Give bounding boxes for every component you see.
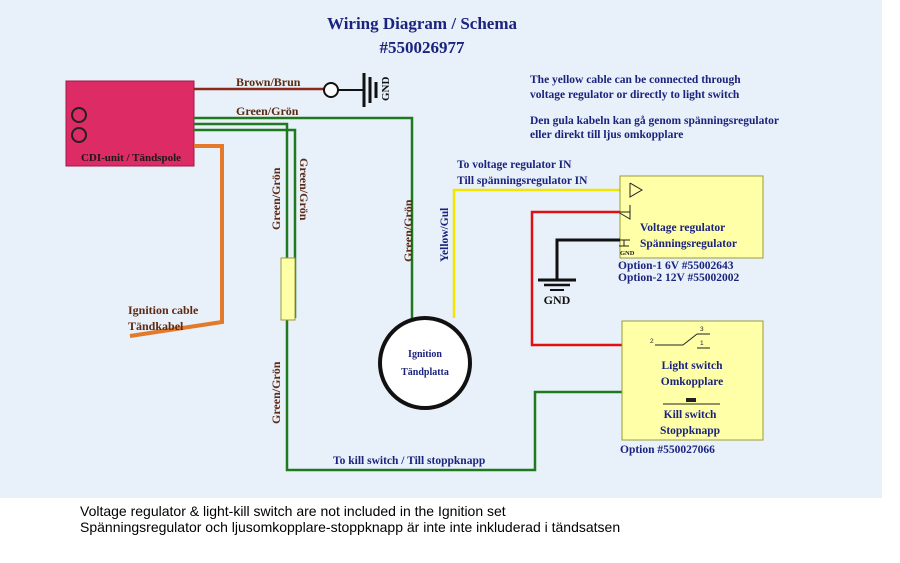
ignition-cable-label-en: Ignition cable	[128, 303, 199, 317]
footer-background	[0, 498, 900, 558]
terminal-icon	[323, 82, 339, 98]
switch-pin2: 2	[650, 338, 654, 345]
cdi-terminal-icon	[71, 107, 87, 123]
cdi-terminal-icon	[71, 127, 87, 143]
diagram-title: Wiring Diagram / Schema	[327, 14, 517, 33]
gnd-top-label: GND	[380, 77, 392, 102]
light-switch-label-en: Light switch	[661, 360, 723, 372]
green-wire-kill	[194, 122, 622, 472]
ignition-label-en: Ignition	[408, 349, 442, 360]
green-lower-label: Green/Grön	[269, 361, 283, 424]
right-margin	[882, 0, 900, 558]
ignition-stator	[378, 316, 472, 410]
regulator-gnd-label: GND	[620, 250, 635, 257]
regulator-name-en: Voltage regulator	[640, 222, 725, 234]
note-sv-line2: eller direkt till ljus omkopplare	[530, 129, 683, 141]
regulator-option2: Option-2 12V #55002002	[618, 272, 739, 284]
cdi-label: CDI-unit / Tändspole	[81, 152, 181, 164]
ignition-label-sv: Tändplatta	[401, 367, 449, 378]
light-switch-label-sv: Omkopplare	[661, 376, 723, 388]
brown-wire-label: Brown/Brun	[236, 75, 301, 89]
red-wire	[530, 210, 622, 347]
green-v1-label: Green/Grön	[269, 167, 283, 230]
diagram-part-number: #550026977	[380, 38, 466, 57]
note-sv-line1: Den gula kabeln kan gå genom spänningsre…	[530, 115, 779, 127]
cdi-unit-box	[65, 80, 195, 167]
regulator-in-arrow-icon	[629, 182, 643, 198]
voltage-regulator-box	[619, 175, 764, 259]
note-en-line2: voltage regulator or directly to light s…	[530, 89, 740, 101]
kill-switch-label-sv: Stoppknapp	[660, 425, 720, 437]
ignition-cable-label-sv: Tändkabel	[128, 319, 184, 333]
switch-option: Option #550027066	[620, 444, 715, 456]
to-regulator-label-en: To voltage regulator IN	[457, 159, 572, 171]
note-en-line1: The yellow cable can be connected throug…	[530, 74, 741, 86]
footer-note-sv: Spänningsregulator och ljusomkopplare-st…	[80, 519, 620, 535]
kill-wire-label: To kill switch / Till stoppknapp	[333, 455, 485, 467]
green-center-label: Green/Grön	[401, 199, 415, 262]
inline-connector	[280, 257, 296, 321]
regulator-out-arrow-icon	[617, 205, 631, 220]
yellow-wire-label: Yellow/Gul	[439, 208, 451, 262]
green-wire-top	[194, 116, 414, 318]
ignition-cable	[129, 144, 224, 338]
green-v2-label: Green/Grön	[297, 158, 311, 221]
kill-switch-label-en: Kill switch	[664, 409, 717, 421]
to-regulator-label-sv: Till spänningsregulator IN	[457, 175, 588, 187]
green-wire-inline	[194, 128, 297, 318]
switch-pin3: 3	[700, 326, 704, 333]
kill-switch-icon	[663, 398, 720, 405]
footer-note-en: Voltage regulator & light-kill switch ar…	[80, 503, 506, 519]
gnd-right-label: GND	[544, 293, 571, 307]
switch-box	[621, 320, 764, 441]
yellow-wire	[452, 188, 622, 318]
switch-pin1: 1	[700, 340, 704, 347]
regulator-name-sv: Spänningsregulator	[640, 238, 737, 250]
regulator-option1: Option-1 6V #55002643	[618, 260, 734, 272]
green-wire-label: Green/Grön	[236, 104, 299, 118]
light-switch-icon	[655, 333, 710, 349]
black-ground-wire	[555, 238, 620, 280]
